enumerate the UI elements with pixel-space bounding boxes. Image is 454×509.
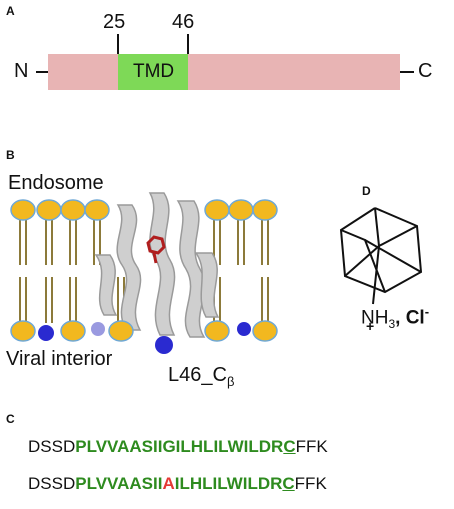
n-terminus-label: N bbox=[14, 60, 29, 82]
upper-lipid-heads bbox=[10, 199, 278, 221]
upper-lipid-tails bbox=[19, 220, 269, 265]
drug-molecule bbox=[146, 235, 166, 264]
lower-lipid-heads bbox=[10, 320, 278, 342]
residue-name: L46_C bbox=[168, 364, 227, 386]
counter-superscript: - bbox=[424, 304, 430, 319]
panel-d-label: D bbox=[362, 184, 371, 198]
end-residue-label: 46 bbox=[172, 11, 195, 33]
amine-label: NH3, Cl- bbox=[361, 304, 429, 331]
amantadine-structure bbox=[339, 207, 423, 305]
residue-spheres bbox=[38, 322, 251, 354]
counter-ion: , Cl bbox=[395, 307, 425, 329]
seq2-mutation: A bbox=[162, 474, 175, 493]
seq2-tmd-part2: ILHLILWILDR bbox=[174, 474, 283, 493]
c-domain-bar bbox=[188, 54, 400, 90]
start-residue-label: 25 bbox=[103, 11, 126, 33]
seq2-prefix: DSSD bbox=[28, 474, 76, 493]
seq1-cysteine: C bbox=[283, 437, 296, 456]
panel-a-label: A bbox=[6, 4, 15, 18]
residue-subscript: β bbox=[226, 374, 235, 389]
amine-subscript: 3 bbox=[388, 317, 396, 332]
residue-label: L46_Cβ bbox=[168, 364, 234, 389]
panel-c-label: C bbox=[6, 412, 15, 426]
c-terminus-label: C bbox=[418, 60, 433, 82]
viral-interior-label: Viral interior bbox=[6, 348, 113, 370]
domain-diagram bbox=[36, 34, 414, 90]
seq1-prefix: DSSD bbox=[28, 437, 76, 456]
tmd-label: TMD bbox=[133, 61, 175, 82]
charge-sign: + bbox=[366, 318, 375, 334]
helix-bundle bbox=[94, 192, 220, 338]
seq2-tmd-part1: PLVVAASII bbox=[75, 474, 163, 493]
seq1-suffix: FFK bbox=[295, 437, 328, 456]
sequence-wild-type: DSSDPLVVAASIIGILHLILWILDRCFFK bbox=[28, 437, 328, 457]
membrane-illustration bbox=[10, 192, 278, 354]
amine-text: NH bbox=[361, 307, 389, 329]
panel-b-label: B bbox=[6, 148, 15, 162]
n-domain-bar bbox=[48, 54, 118, 90]
endosome-label: Endosome bbox=[8, 172, 104, 194]
seq1-tmd: PLVVAASIIGILHLILWILDR bbox=[75, 437, 284, 456]
lower-lipid-tails bbox=[19, 277, 269, 323]
seq2-suffix: FFK bbox=[294, 474, 327, 493]
sequence-mutant: DSSDPLVVAASIIAILHLILWILDRCFFK bbox=[28, 474, 327, 494]
tmd-bar bbox=[118, 54, 188, 90]
seq2-cysteine: C bbox=[282, 474, 295, 493]
